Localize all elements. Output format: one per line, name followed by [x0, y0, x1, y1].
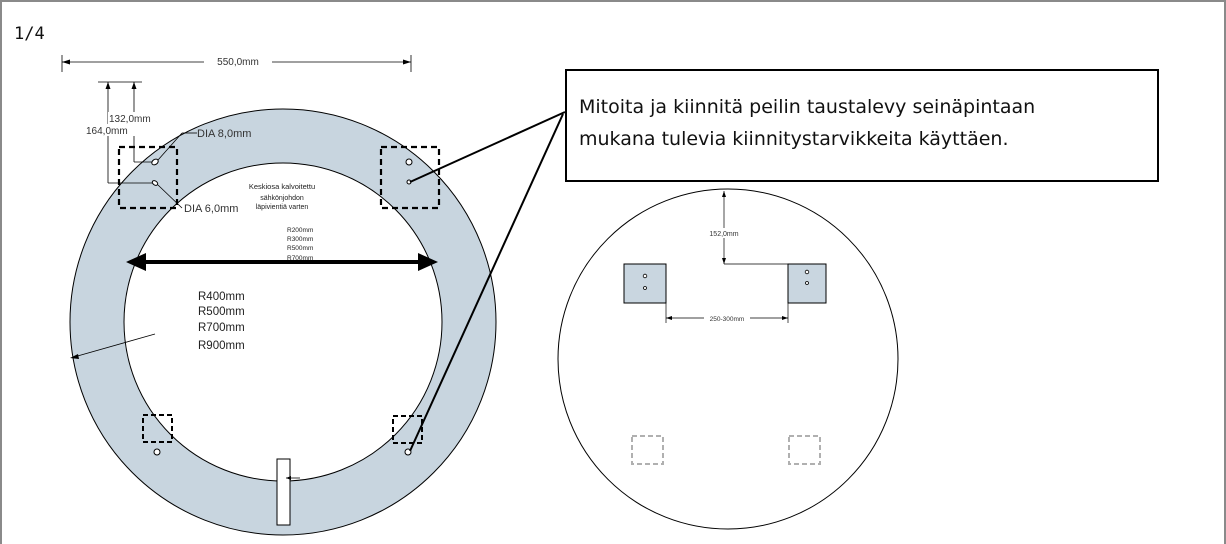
diameter-arrowhead-left	[126, 253, 146, 271]
vertical-dim-b-label: 164,0mm	[86, 126, 128, 137]
mounting-plate-left	[623, 263, 667, 304]
diameter-arrowhead-right	[418, 253, 438, 271]
small-radius-label: R700mm	[287, 255, 313, 262]
small-radius-label: R300mm	[287, 236, 313, 243]
screw-hole-icon	[805, 281, 809, 285]
left-drawing: 550,0mm 132,0mm 164,0mm DIA 8,0mm DIA 6,…	[61, 54, 497, 536]
dia-large-leader	[157, 132, 183, 161]
small-radius-label: R500mm	[287, 245, 313, 252]
bracket-bottom-left	[142, 414, 173, 443]
radius-label: R700mm	[198, 322, 245, 334]
screw-hole-icon	[643, 286, 647, 290]
ghost-plate-left	[631, 435, 664, 465]
slot-arrowhead	[286, 476, 291, 480]
vertical-dim-b-arrow	[105, 82, 111, 89]
spacing-dim-arrow	[666, 316, 672, 320]
radius-leader-arrow	[70, 354, 79, 359]
callout-line: Mitoita ja kiinnitä peilin taustalevy se…	[579, 96, 1036, 118]
screw-hole-icon	[804, 269, 810, 275]
spacing-dim-label-bg	[704, 313, 750, 323]
width-dim-arrow-right	[403, 59, 411, 65]
dia-small-label: DIA 6,0mm	[184, 203, 238, 215]
dia-large-label: DIA 8,0mm	[197, 128, 251, 140]
center-note-line: Keskiosa kalvoitettu	[249, 182, 315, 191]
mirror-circle	[557, 188, 899, 530]
vertical-dim-a-label-bg	[108, 112, 160, 124]
page-number: 1/4	[14, 24, 45, 44]
callout-leader	[409, 113, 564, 452]
dia-small-leader	[157, 184, 183, 209]
screw-hole-icon	[153, 448, 161, 456]
spacing-dim-label: 250-300mm	[710, 316, 745, 323]
center-note-line: läpivientiä varten	[256, 204, 309, 211]
right-drawing: 152,0mm 250-300mm	[557, 188, 899, 530]
bracket-bottom-right	[392, 415, 423, 444]
ring-slot	[276, 458, 291, 526]
hole-small-icon	[151, 180, 159, 186]
radius-label: R500mm	[198, 306, 245, 318]
width-dim-label: 550,0mm	[217, 57, 259, 68]
spacing-dim-arrow	[782, 316, 788, 320]
right-vertical-dim-arrow	[722, 258, 726, 264]
ghost-plate-right	[788, 435, 821, 465]
radius-label: R400mm	[198, 291, 245, 303]
ring-plate	[69, 108, 497, 536]
width-dim-arrow-left	[62, 59, 70, 65]
vertical-dim-a-arrow	[131, 82, 137, 89]
right-vertical-dim-arrow	[722, 191, 726, 197]
radius-label: R900mm	[198, 340, 245, 352]
small-radius-label: R200mm	[287, 227, 313, 234]
width-dim-label-bg	[204, 54, 272, 68]
hole-large-icon	[151, 158, 159, 166]
vertical-dim-b-label-bg	[85, 124, 135, 136]
screw-hole-icon	[642, 273, 648, 279]
vertical-dim-a-label: 132,0mm	[109, 114, 151, 125]
radius-leader	[73, 333, 156, 358]
callout-line: mukana tulevia kiinnitystarvikkeita käyt…	[579, 128, 1009, 150]
right-vertical-dim-label: 152,0mm	[709, 231, 738, 238]
center-note-line: sähkönjohdon	[260, 195, 304, 202]
instruction-callout: Mitoita ja kiinnitä peilin taustalevy se…	[565, 69, 1159, 182]
screw-hole-icon	[405, 158, 413, 166]
callout-leader	[409, 111, 566, 183]
right-vertical-dim-label-bg	[703, 228, 745, 238]
